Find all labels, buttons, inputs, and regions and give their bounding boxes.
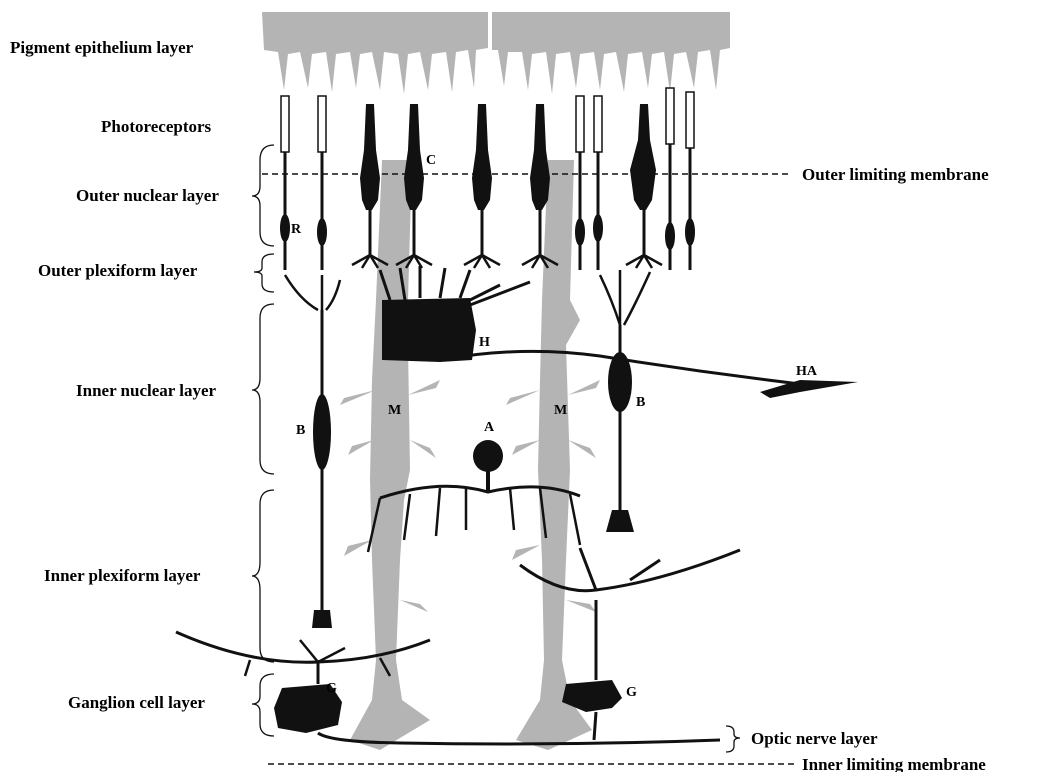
bipolar-cell-left <box>285 275 340 628</box>
bracket-ganglion <box>252 674 274 736</box>
label-inner-nuclear: Inner nuclear layer <box>76 381 217 400</box>
horizontal-axon-terminal <box>760 380 858 398</box>
label-outer-nuclear: Outer nuclear layer <box>76 186 219 205</box>
bracket-optic-nerve <box>726 726 740 752</box>
bracket-outer-nuclear <box>252 145 274 246</box>
label-ganglion-left: G <box>326 681 337 696</box>
label-inner-plexiform: Inner plexiform layer <box>44 566 201 585</box>
label-horizontal: H <box>479 335 490 350</box>
label-muller-right: M <box>554 403 567 418</box>
label-horizontal-axon: HA <box>796 364 818 379</box>
label-muller-left: M <box>388 403 401 418</box>
label-outer-limiting-membrane: Outer limiting membrane <box>802 165 989 184</box>
bracket-outer-plexiform <box>254 254 274 292</box>
label-ganglion: Ganglion cell layer <box>68 693 205 712</box>
bracket-inner-plexiform <box>252 490 274 662</box>
ganglion-cell-left <box>176 632 720 744</box>
photoreceptor-cells <box>280 88 695 270</box>
label-amacrine: A <box>484 420 495 435</box>
label-bipolar-left: B <box>296 423 305 438</box>
muller-cell-left <box>350 160 430 750</box>
label-bipolar-right: B <box>636 395 645 410</box>
label-cone: C <box>426 153 436 168</box>
label-outer-plexiform: Outer plexiform layer <box>38 261 198 280</box>
label-rod: R <box>291 222 302 237</box>
label-pigment-epithelium: Pigment epithelium layer <box>10 38 194 57</box>
label-ganglion-right: G <box>626 685 637 700</box>
cone-stems <box>370 210 644 255</box>
pigment-epithelium <box>262 12 730 94</box>
label-inner-limiting-membrane: Inner limiting membrane <box>802 755 986 772</box>
muller-glia <box>340 160 600 750</box>
bracket-inner-nuclear <box>252 304 274 474</box>
label-photoreceptors: Photoreceptors <box>101 117 212 136</box>
label-optic-nerve: Optic nerve layer <box>751 729 878 748</box>
